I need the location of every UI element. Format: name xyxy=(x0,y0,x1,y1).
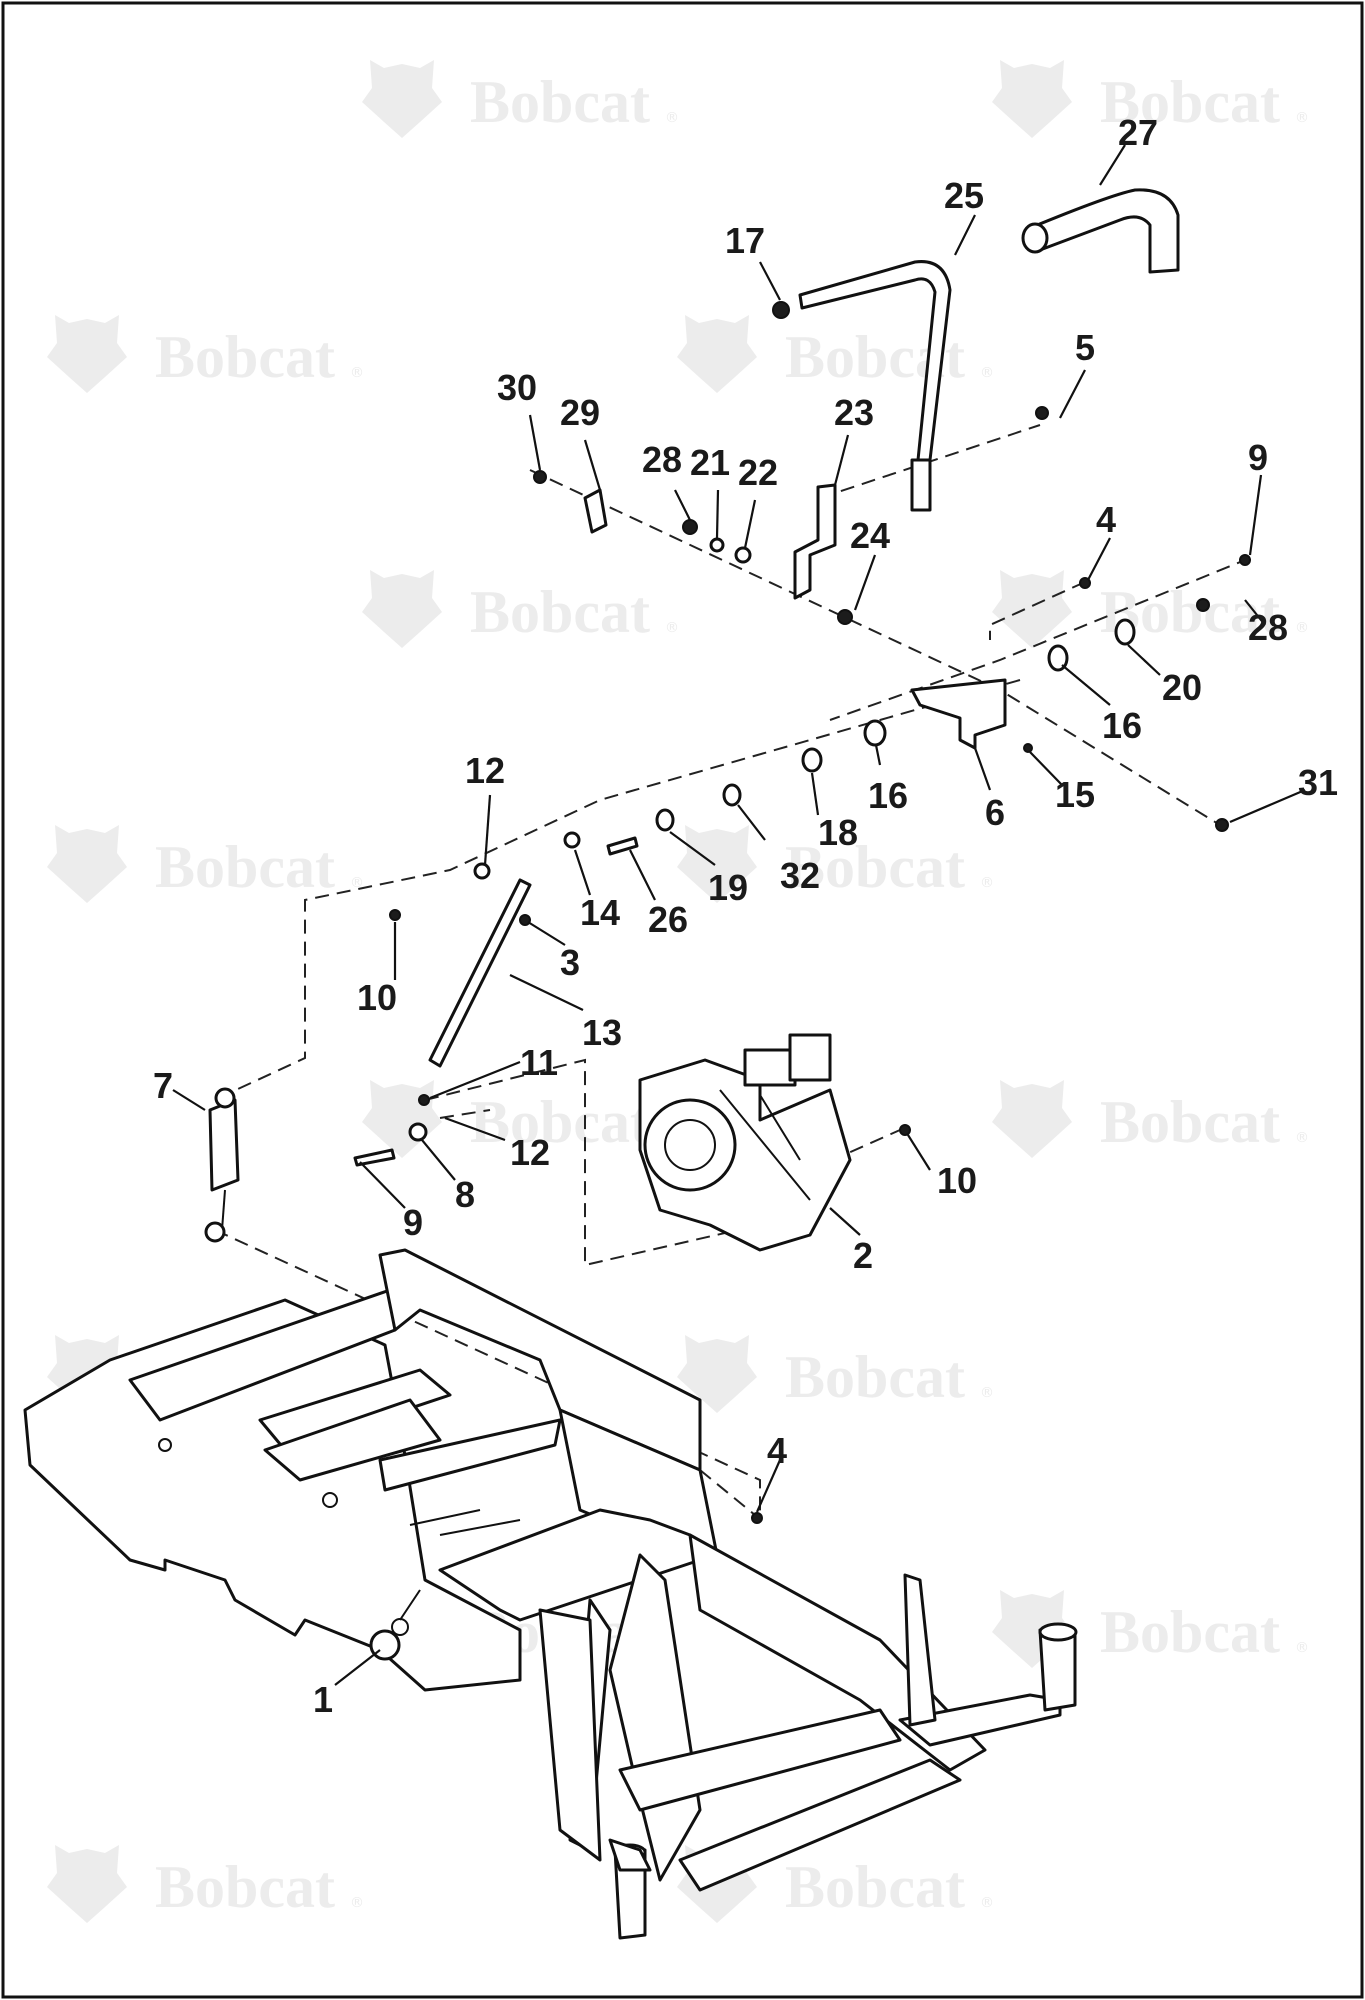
callout-13: 13 xyxy=(582,1012,622,1053)
watermark-registered-mark: ® xyxy=(1295,1640,1309,1656)
watermark: Bobcat ® xyxy=(677,1335,994,1413)
watermark-brand: Bobcat xyxy=(470,69,650,135)
callout-9-top: 9 xyxy=(1248,437,1268,478)
bobcat-head-icon xyxy=(992,570,1072,648)
watermark-registered-mark: ® xyxy=(350,875,364,891)
watermark-registered-mark: ® xyxy=(980,365,994,381)
hydro-pump-2-icon xyxy=(638,1033,852,1252)
rod-13-icon xyxy=(428,878,532,1068)
callout-8: 8 xyxy=(455,1174,475,1215)
callout-3: 3 xyxy=(560,942,580,983)
callout-4-bottom: 4 xyxy=(767,1430,787,1471)
frame-1-icon xyxy=(23,1248,1078,1940)
watermark-brand: Bobcat xyxy=(155,1854,335,1920)
watermark-brand: Bobcat xyxy=(1100,1599,1280,1665)
bobcat-head-icon xyxy=(677,825,757,903)
callout-21: 21 xyxy=(690,442,730,483)
callout-19: 19 xyxy=(708,867,748,908)
watermark: Bobcat ® xyxy=(47,315,364,393)
bobcat-head-icon xyxy=(362,1080,442,1158)
bobcat-head-icon xyxy=(362,60,442,138)
bobcat-head-icon xyxy=(47,315,127,393)
callout-22: 22 xyxy=(738,452,778,493)
watermark: Bobcat® xyxy=(362,1080,679,1158)
hardware-parts xyxy=(204,188,1251,1252)
bobcat-head-icon xyxy=(47,825,127,903)
callout-9-bottom: 9 xyxy=(403,1202,423,1243)
bobcat-head-icon xyxy=(992,60,1072,138)
hose-27-icon xyxy=(1028,188,1180,274)
callout-27: 27 xyxy=(1118,112,1158,153)
watermark: Bobcat ® xyxy=(47,825,364,903)
bracket-23-icon xyxy=(793,483,837,600)
watermark-layer: Bobcat ® Bobcat ® Bobcat ® Bobcat ® Bobcat ® Bobca… xyxy=(47,60,1309,1923)
callout-11: 11 xyxy=(520,1042,558,1083)
callout-1: 1 xyxy=(313,1679,333,1720)
callout-25: 25 xyxy=(944,175,984,216)
watermark-registered-mark: ® xyxy=(665,620,679,636)
callout-6: 6 xyxy=(985,792,1005,833)
callout-15: 15 xyxy=(1055,774,1095,815)
watermark: Bobcat ® xyxy=(677,825,994,903)
watermark-brand: Bobcat xyxy=(785,1344,965,1410)
callout-28-top: 28 xyxy=(642,439,682,480)
watermark: Bobcat ® xyxy=(992,1080,1309,1158)
watermark-registered-mark: ® xyxy=(980,1895,994,1911)
callout-labels: 27 25 17 5 30 29 23 28 21 22 9 4 24 28 2… xyxy=(153,112,1338,1720)
callout-18: 18 xyxy=(818,812,858,853)
callout-7: 7 xyxy=(153,1065,173,1106)
callout-32: 32 xyxy=(780,855,820,896)
watermark-brand: Bobcat xyxy=(155,834,335,900)
watermark-brand: Bobcat xyxy=(1100,69,1280,135)
callout-20: 20 xyxy=(1162,667,1202,708)
bobcat-head-icon xyxy=(677,315,757,393)
callout-12-top: 12 xyxy=(465,750,505,791)
watermark-registered-mark: ® xyxy=(350,1895,364,1911)
watermark-registered-mark: ® xyxy=(980,1385,994,1401)
callout-16-right: 16 xyxy=(1102,705,1142,746)
callout-16-left: 16 xyxy=(868,775,908,816)
plate-6-icon xyxy=(910,678,1007,750)
watermark-registered-mark: ® xyxy=(1295,1130,1309,1146)
watermark: Bobcat ® xyxy=(362,570,679,648)
leader-lines xyxy=(172,144,1306,1686)
watermark-registered-mark: ® xyxy=(350,365,364,381)
callout-17: 17 xyxy=(725,220,765,261)
callout-24: 24 xyxy=(850,515,890,556)
callout-28-right: 28 xyxy=(1248,607,1288,648)
callout-14: 14 xyxy=(580,892,620,933)
bobcat-head-icon xyxy=(677,1335,757,1413)
gas-spring-7-icon xyxy=(208,1098,240,1192)
watermark-brand: Bobcat xyxy=(470,1089,650,1155)
watermark-registered-mark: ® xyxy=(980,875,994,891)
watermark-brand: Bobcat xyxy=(470,579,650,645)
callout-23: 23 xyxy=(834,392,874,433)
watermark-registered-mark: ® xyxy=(665,110,679,126)
callout-26: 26 xyxy=(648,899,688,940)
callout-31: 31 xyxy=(1298,762,1338,803)
callout-10-left: 10 xyxy=(357,977,397,1018)
clamp-29-icon xyxy=(583,488,608,534)
watermark-registered-mark: ® xyxy=(1295,110,1309,126)
watermark-brand: Bobcat xyxy=(155,324,335,390)
watermark-brand: Bobcat xyxy=(785,834,965,900)
callout-10-right: 10 xyxy=(937,1160,977,1201)
callout-4-top: 4 xyxy=(1096,499,1116,540)
watermark: Bobcat ® xyxy=(47,1845,364,1923)
watermark-brand: Bobcat xyxy=(785,1854,965,1920)
watermark-registered-mark: ® xyxy=(1295,620,1309,636)
watermark-brand: Bobcat xyxy=(1100,1089,1280,1155)
callout-12-bottom: 12 xyxy=(510,1132,550,1173)
bobcat-head-icon xyxy=(47,1845,127,1923)
watermark: Bobcat ® xyxy=(992,60,1309,138)
bobcat-head-icon xyxy=(362,570,442,648)
watermark: Bobcat ® xyxy=(362,60,679,138)
callout-2: 2 xyxy=(853,1235,873,1276)
callout-30: 30 xyxy=(497,367,537,408)
callout-5: 5 xyxy=(1075,327,1095,368)
callout-29: 29 xyxy=(560,392,600,433)
bobcat-head-icon xyxy=(992,1080,1072,1158)
